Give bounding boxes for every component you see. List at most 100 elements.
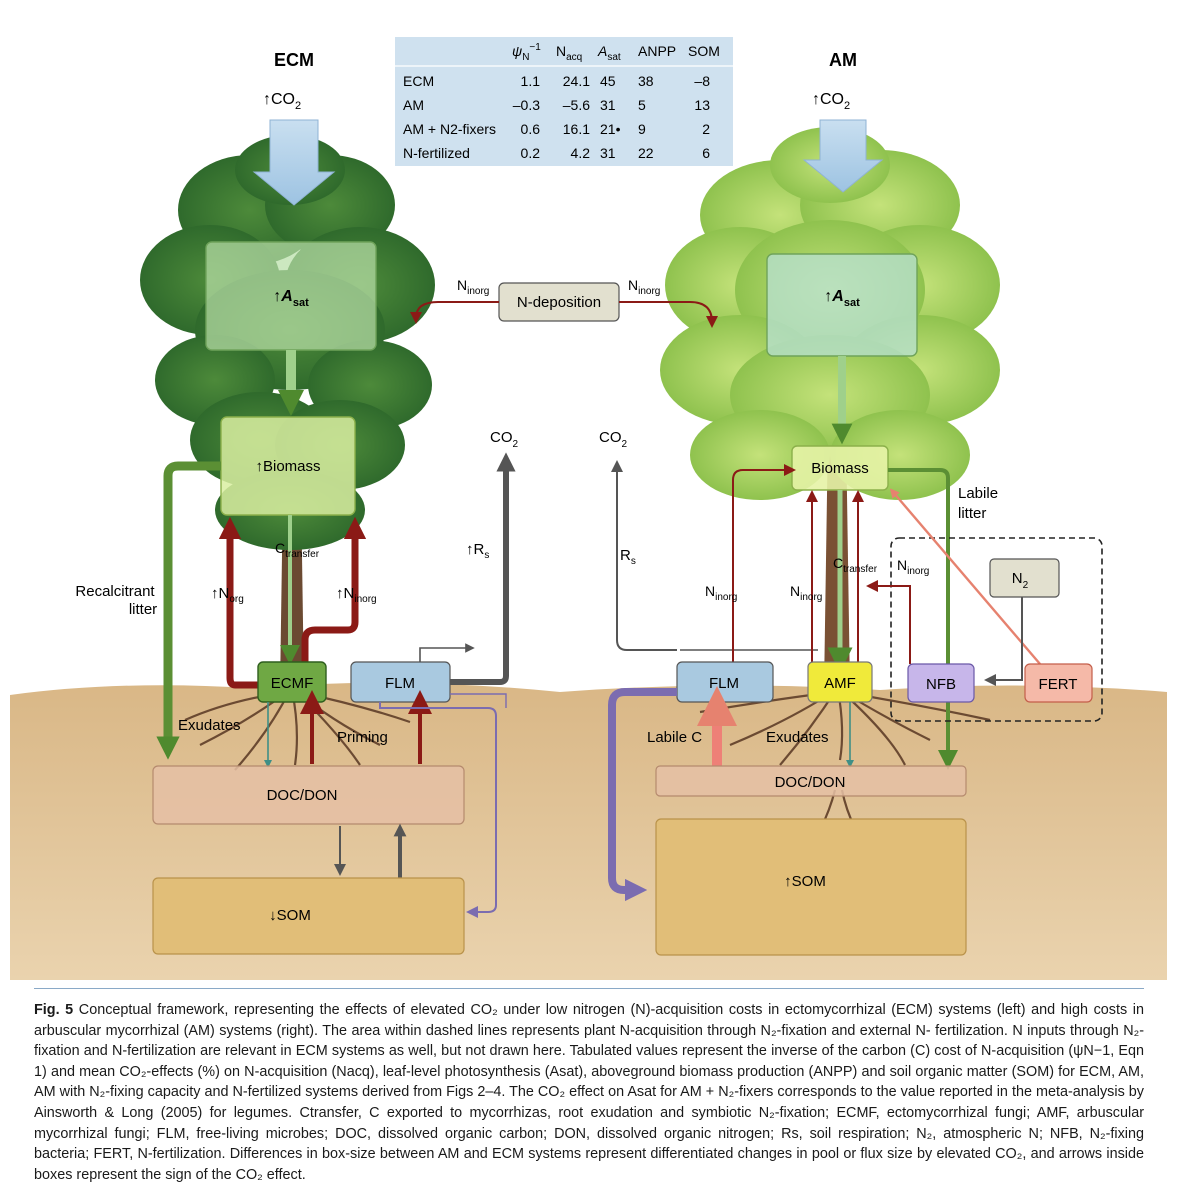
ecmf-box: ECMF — [257, 661, 327, 703]
ecm-co2-arrow-icon — [252, 119, 336, 206]
flm-to-som-am-arrow — [608, 688, 677, 902]
ecm-header: ECM — [274, 50, 314, 70]
n2-to-nfb-arrow — [984, 597, 1023, 686]
svg-text:AM: AM — [403, 97, 424, 113]
flm-to-som-ecm-arrow — [379, 702, 497, 918]
svg-text:ECMF: ECMF — [271, 675, 314, 692]
svg-text:N-fertilized: N-fertilized — [403, 145, 470, 161]
ndep-to-am-arrow — [619, 301, 718, 328]
svg-text:5: 5 — [638, 97, 646, 113]
svg-text:AM + N2-fixers: AM + N2-fixers — [403, 121, 496, 137]
table-header-som: SOM — [688, 43, 720, 59]
svg-text:4.2: 4.2 — [571, 145, 591, 161]
svg-text:↓SOM: ↓SOM — [269, 907, 311, 924]
svg-text:↑CO2: ↑CO2 — [812, 91, 850, 112]
ninorg-label-am-2: Ninorg — [790, 583, 822, 603]
svg-text:Biomass: Biomass — [811, 460, 869, 477]
caption-title: Fig. 5 — [34, 1002, 74, 1018]
svg-text:↑Asat: ↑Asat — [273, 288, 309, 309]
svg-text:0.2: 0.2 — [521, 145, 541, 161]
labile-litter-arrow — [888, 468, 958, 770]
n2-box: N2 — [989, 558, 1060, 598]
ninorg-label-ndep-right: Ninorg — [628, 277, 660, 297]
svg-text:↑Biomass: ↑Biomass — [255, 458, 320, 475]
labile-c-label: Labile C — [647, 729, 702, 746]
svg-text:22: 22 — [638, 145, 654, 161]
svg-text:↑SOM: ↑SOM — [784, 873, 826, 890]
rs-label-ecm: ↑Rs — [466, 541, 489, 561]
nfb-box: NFB — [907, 663, 975, 703]
ctransfer-label-ecm: Ctransfer — [275, 540, 320, 560]
biomass-box-am: Biomass — [791, 445, 889, 491]
ninorg-label-ecm: ↑Ninorg — [336, 585, 377, 605]
n-deposition-box: N-deposition — [498, 282, 620, 322]
priming-label: Priming — [337, 729, 388, 746]
svg-text:9: 9 — [638, 121, 646, 137]
am-co2-input: ↑CO2 — [802, 91, 884, 193]
svg-text:DOC/DON: DOC/DON — [267, 787, 338, 804]
caption-line: Conceptual framework, representing the e… — [78, 1002, 1056, 1018]
table-header-psi: ψN−1 — [512, 42, 541, 63]
am-co2-arrow-icon — [802, 119, 884, 193]
caption-line: AM and ECM systems represent differentia… — [34, 1146, 1144, 1183]
am-trunk — [824, 430, 850, 690]
svg-text:0.6: 0.6 — [521, 121, 541, 137]
flm-box-am: FLM — [676, 661, 774, 703]
caption-line: Asat for AM + N₂-fixers corresponds to t… — [34, 1084, 1144, 1121]
recalcitrant-litter-label: Recalcitrant — [75, 583, 155, 600]
table-header-asat: Asat — [597, 43, 621, 63]
nfb-to-biomass-arrow — [866, 580, 911, 664]
svg-text:2: 2 — [702, 121, 710, 137]
ninorg-label-am-1: Ninorg — [705, 583, 737, 603]
ninorg-label-ndep-left: Ninorg — [457, 277, 489, 297]
amf-box: AMF — [807, 661, 873, 703]
flm-box-ecm: FLM — [350, 661, 451, 703]
svg-text:N2: N2 — [1012, 570, 1029, 591]
svg-text:NFB: NFB — [926, 676, 956, 693]
ninorg-flm-to-biomass-arrow — [732, 464, 796, 664]
flm-side-ecm-arrow — [450, 693, 507, 708]
labile-litter-label: Labile — [958, 485, 998, 502]
svg-text:↑CO2: ↑CO2 — [263, 91, 301, 112]
rs-label-am: Rs — [620, 547, 636, 567]
svg-text:1.1: 1.1 — [521, 73, 541, 89]
svg-text:DOC/DON: DOC/DON — [775, 774, 846, 791]
recalcitrant-litter-label-2: litter — [129, 601, 157, 618]
fert-box: FERT — [1024, 663, 1093, 703]
svg-text:AMF: AMF — [824, 675, 856, 692]
svg-text:24.1: 24.1 — [563, 73, 590, 89]
caption-rule — [34, 988, 1144, 989]
svg-text:31: 31 — [600, 145, 616, 161]
svg-text:FERT: FERT — [1039, 676, 1078, 693]
co2-output-label-ecm: COs2 — [490, 429, 519, 450]
caption-line: high costs in arbuscular mycorrhizal (AM… — [34, 1002, 1144, 1039]
labile-litter-label-2: litter — [958, 505, 986, 522]
biomass-box-ecm: ↑Biomass — [220, 416, 356, 516]
svg-text:21•: 21• — [600, 121, 621, 137]
figure-caption: Fig. 5 Conceptual framework, representin… — [34, 1000, 1144, 1185]
svg-text:↑Asat: ↑Asat — [824, 288, 860, 309]
table-header-anpp: ANPP — [638, 43, 676, 59]
recalcitrant-litter-arrow — [156, 461, 221, 760]
svg-text:FLM: FLM — [385, 675, 415, 692]
n-acquisition-region — [890, 537, 1103, 722]
asat-box-am: ↑Asat — [766, 253, 918, 357]
table-row: N-fertilized 0.2 4.2 31 22 6 — [403, 145, 710, 161]
caption-line: production (ANPP) and soil organic matte… — [34, 1063, 1145, 1101]
soil-respiration-ecm-arrow — [419, 643, 475, 662]
table-row: ECM 1.1 24.1 45 38 –8 — [403, 73, 710, 89]
svg-text:N-deposition: N-deposition — [517, 294, 601, 311]
svg-text:–8: –8 — [694, 73, 710, 89]
svg-text:31: 31 — [600, 97, 616, 113]
table-row: AM + N2-fixers 0.6 16.1 21• 9 2 — [403, 121, 710, 137]
co2-output-label-am: CO2 — [599, 429, 628, 450]
caption-line: fertilization. N inputs through N₂-fixat… — [34, 1022, 1145, 1060]
caption-line: root exudation and symbiotic N₂-fixation… — [34, 1104, 1144, 1142]
caption-line: the carbon (C) cost of N-acquisition (ψN… — [34, 1043, 1144, 1080]
svg-text:–0.3: –0.3 — [513, 97, 540, 113]
norg-uptake-arrow — [218, 516, 259, 689]
ninorg-label-nfb: Ninorg — [897, 557, 929, 577]
table-row: AM –0.3 –5.6 31 5 13 — [403, 97, 710, 113]
ecm-co2-input: ↑CO2 — [252, 91, 336, 206]
am-header: AM — [829, 50, 857, 70]
